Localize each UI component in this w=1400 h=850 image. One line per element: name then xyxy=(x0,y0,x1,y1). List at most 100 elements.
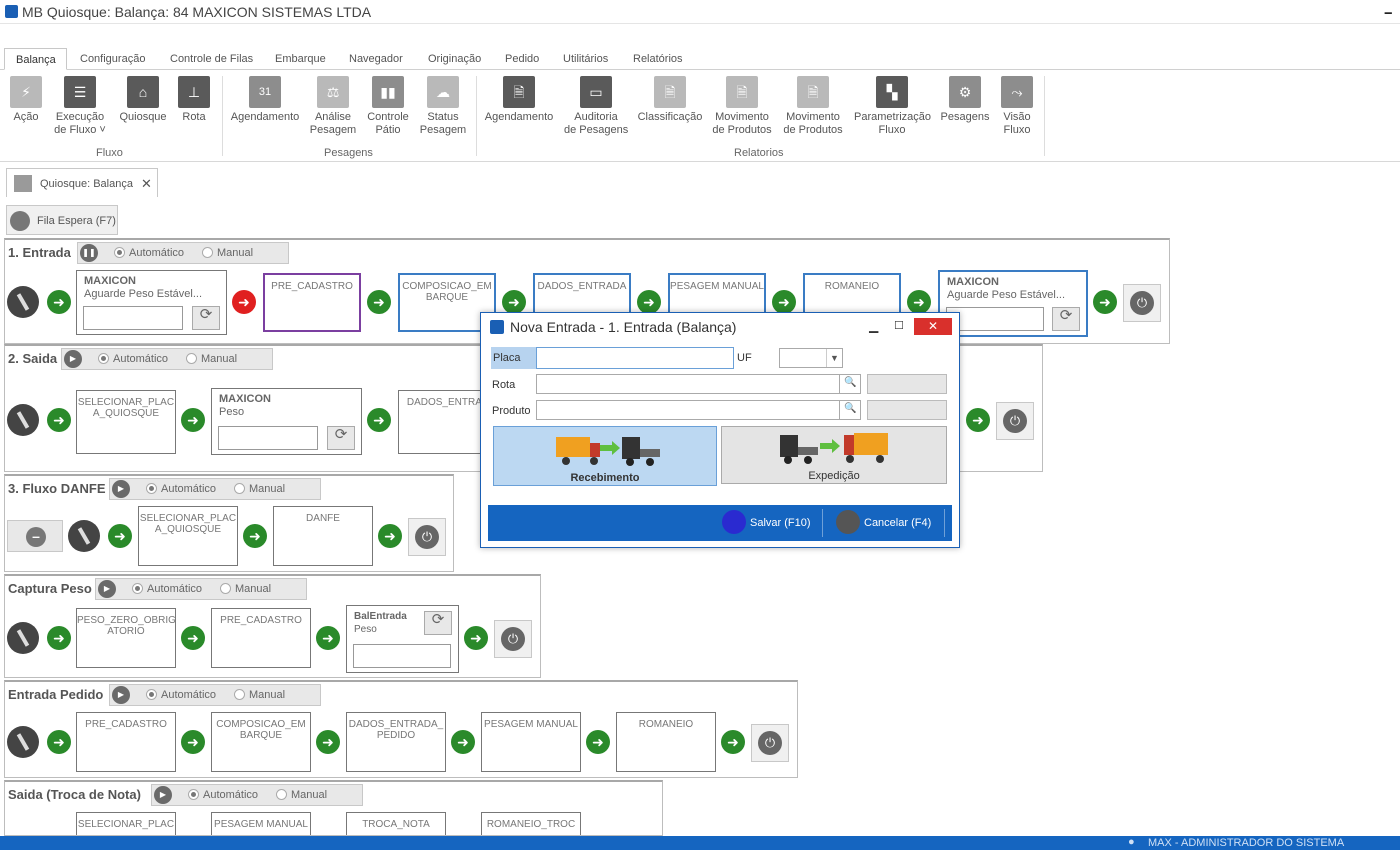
step-selecionar-placa[interactable]: SELECIONAR_PLAC A_QUIOSQUE xyxy=(138,506,238,566)
step-pesagem-manual[interactable]: PESAGEM MANUAL xyxy=(211,812,311,835)
tab-controle-de-filas[interactable]: Controle de Filas xyxy=(170,53,254,65)
step-pre-cadastro[interactable]: PRE_CADASTRO xyxy=(263,273,361,332)
step-weight-display[interactable]: MAXICON Aguarde Peso Estável... xyxy=(76,270,227,335)
tab-utilitarios[interactable]: Utilitários xyxy=(563,53,609,65)
refresh-icon[interactable] xyxy=(327,426,355,450)
play-icon[interactable]: ▶ xyxy=(112,480,130,498)
broom-icon[interactable] xyxy=(68,520,100,552)
auditoria-pesagens-button[interactable]: ▭Auditoria de Pesagens xyxy=(564,76,628,137)
step-romaneio-troca[interactable]: ROMANEIO_TROC xyxy=(481,812,581,835)
radio-manual[interactable]: Manual xyxy=(234,483,285,495)
dialog-close-button[interactable]: ✕ xyxy=(914,318,952,335)
parametrizacao-fluxo-button[interactable]: ▚Parametrização Fluxo xyxy=(854,76,931,137)
broom-icon[interactable] xyxy=(7,622,39,654)
step-dados-entrada-pedido[interactable]: DADOS_ENTRADA_ PEDIDO xyxy=(346,712,446,772)
rota-button[interactable]: ⊥Rota xyxy=(176,76,212,124)
radio-automatico[interactable]: Automático xyxy=(146,689,216,701)
step-pesagem-manual[interactable]: PESAGEM MANUAL xyxy=(481,712,581,772)
radio-automatico[interactable]: Automático xyxy=(132,583,202,595)
play-icon[interactable]: ▶ xyxy=(112,686,130,704)
close-tab-icon[interactable]: ✕ xyxy=(141,176,152,191)
minimize-button[interactable]: 🗕 xyxy=(1384,5,1393,19)
step-balentrada[interactable]: BalEntrada Peso xyxy=(346,605,459,673)
radio-automatico[interactable]: Automático xyxy=(114,247,184,259)
tab-relatorios[interactable]: Relatórios xyxy=(633,53,683,65)
tab-configuracao[interactable]: Configuração xyxy=(80,53,146,65)
rota-input[interactable] xyxy=(536,374,840,394)
dialog-maximize-button[interactable]: ☐ xyxy=(894,320,904,332)
fila-espera-button[interactable]: Fila Espera (F7) xyxy=(6,205,118,235)
pause-icon[interactable]: ❚❚ xyxy=(80,244,98,262)
step-danfe[interactable]: DANFE xyxy=(273,506,373,566)
broom-icon[interactable] xyxy=(7,726,39,758)
tab-navegador[interactable]: Navegador xyxy=(349,53,403,65)
stop-button[interactable] xyxy=(7,520,63,552)
play-icon[interactable]: ▶ xyxy=(64,350,82,368)
radio-automatico[interactable]: Automático xyxy=(98,353,168,365)
play-icon[interactable]: ▶ xyxy=(98,580,116,598)
step-selecionar-placa[interactable]: SELECIONAR_PLAC A_QUIOSQUE xyxy=(76,390,176,454)
weight-input[interactable] xyxy=(83,306,183,330)
recebimento-button[interactable]: Recebimento xyxy=(493,426,717,486)
step-troca-nota[interactable]: TROCA_NOTA xyxy=(346,812,446,835)
controle-patio-button[interactable]: ▮▮Controle Pátio xyxy=(364,76,412,137)
radio-manual[interactable]: Manual xyxy=(186,353,237,365)
step-selecionar-placa[interactable]: SELECIONAR_PLAC xyxy=(76,812,176,835)
visao-fluxo-button[interactable]: ⤳Visão Fluxo xyxy=(998,76,1036,137)
cancelar-button[interactable]: Cancelar (F4) xyxy=(864,517,932,529)
step-peso-zero-obrigatorio[interactable]: PESO_ZERO_OBRIG ATORIO xyxy=(76,608,176,668)
status-pesagem-button[interactable]: ☁Status Pesagem xyxy=(418,76,468,137)
classificacao-button[interactable]: 🗎Classificação xyxy=(637,76,703,124)
agendamento-report-button[interactable]: 🗎Agendamento xyxy=(484,76,554,124)
radio-automatico[interactable]: Automático xyxy=(146,483,216,495)
step-composicao-embarque[interactable]: COMPOSICAO_EM BARQUE xyxy=(398,273,496,332)
tab-pedido[interactable]: Pedido xyxy=(505,53,540,65)
power-button[interactable] xyxy=(751,724,789,762)
step-pre-cadastro[interactable]: PRE_CADASTRO xyxy=(211,608,311,668)
radio-manual[interactable]: Manual xyxy=(276,789,327,801)
rota-search-icon[interactable] xyxy=(839,374,861,394)
analise-pesagem-button[interactable]: ⚖Análise Pesagem xyxy=(308,76,358,137)
radio-manual[interactable]: Manual xyxy=(220,583,271,595)
salvar-button[interactable]: Salvar (F10) xyxy=(750,517,811,529)
refresh-icon[interactable] xyxy=(424,611,452,635)
step-pre-cadastro[interactable]: PRE_CADASTRO xyxy=(76,712,176,772)
power-button[interactable] xyxy=(494,620,532,658)
step-romaneio[interactable]: ROMANEIO xyxy=(616,712,716,772)
broom-icon[interactable] xyxy=(7,404,39,436)
weight-input[interactable] xyxy=(353,644,451,668)
tab-balanca[interactable]: Balança xyxy=(4,48,67,70)
power-button[interactable] xyxy=(996,402,1034,440)
tab-originacao[interactable]: Originação xyxy=(428,53,482,65)
refresh-icon[interactable] xyxy=(1052,307,1080,331)
execucao-fluxo-button[interactable]: ☰Execução de Fluxo ˅ xyxy=(52,76,108,137)
radio-automatico[interactable]: Automático xyxy=(188,789,258,801)
acao-button[interactable]: ⚡Ação xyxy=(8,76,44,124)
expedicao-button[interactable]: Expedição xyxy=(721,426,947,484)
play-icon[interactable]: ▶ xyxy=(154,786,172,804)
uf-select[interactable]: ▼ xyxy=(779,348,843,368)
pesagens-button[interactable]: ⚙Pesagens xyxy=(940,76,990,124)
panel-title: Entrada Pedido xyxy=(8,687,104,702)
broom-icon[interactable] xyxy=(7,286,39,318)
radio-manual[interactable]: Manual xyxy=(202,247,253,259)
tab-embarque[interactable]: Embarque xyxy=(275,53,326,65)
produto-input[interactable] xyxy=(536,400,840,420)
power-button[interactable] xyxy=(408,518,446,556)
refresh-icon[interactable] xyxy=(192,306,220,330)
placa-input[interactable] xyxy=(536,347,734,369)
radio-manual[interactable]: Manual xyxy=(234,689,285,701)
step-weight-display-exit[interactable]: MAXICON Aguarde Peso Estável... xyxy=(938,270,1088,337)
step-composicao-embarque[interactable]: COMPOSICAO_EM BARQUE xyxy=(211,712,311,772)
doc-tab-quiosque-balanca[interactable]: Quiosque: Balança ✕ xyxy=(6,168,158,197)
weight-input[interactable] xyxy=(218,426,318,450)
dialog-minimize-button[interactable]: ▁ xyxy=(869,319,879,333)
step-weight-display[interactable]: MAXICON Peso xyxy=(211,388,362,455)
power-button[interactable] xyxy=(1123,284,1161,322)
movimento-produtos-button-2[interactable]: 🗎Movimento de Produtos xyxy=(783,76,843,137)
weight-input[interactable] xyxy=(946,307,1044,331)
quiosque-button[interactable]: ⌂Quiosque xyxy=(118,76,168,124)
produto-search-icon[interactable] xyxy=(839,400,861,420)
movimento-produtos-button-1[interactable]: 🗎Movimento de Produtos xyxy=(712,76,772,137)
